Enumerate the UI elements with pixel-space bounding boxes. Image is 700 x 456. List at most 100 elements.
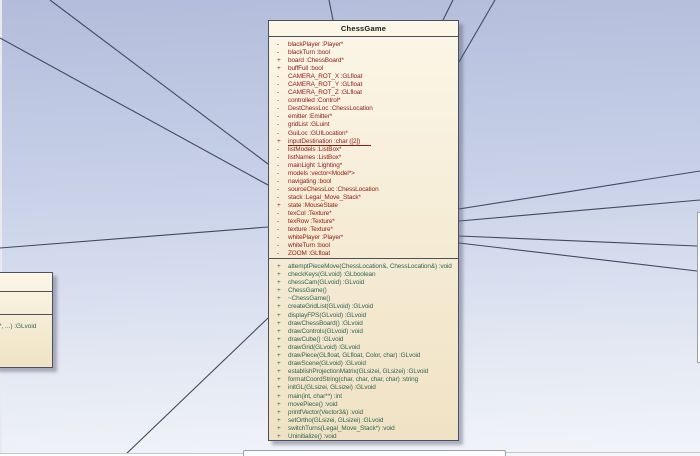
attribute-text: CAMERA_ROT_Z :GLfloat <box>288 89 362 97</box>
visibility-marker: + <box>277 263 281 270</box>
attribute-row[interactable]: - CAMERA_ROT_Z :GLfloat <box>277 89 458 97</box>
visibility-marker: + <box>277 335 281 343</box>
attribute-row[interactable]: - ZOOM :GLfloat <box>277 250 458 258</box>
operation-row[interactable]: + setOrtho(GLsizei, GLsizei) :GLvoid <box>277 417 458 425</box>
attribute-text: inputDestination :char ([2]) <box>288 138 372 146</box>
connector-line[interactable] <box>458 242 698 272</box>
attribute-row[interactable]: + buffFull :bool <box>277 65 458 73</box>
attribute-text: texCol :Texture* <box>288 209 332 217</box>
shape-bottom-right-clipped[interactable] <box>505 452 700 456</box>
operation-row[interactable]: + drawCube() :GLvoid <box>277 336 458 344</box>
visibility-marker: - <box>277 97 280 105</box>
visibility-marker: + <box>277 327 281 335</box>
class-box-left-clipped[interactable]: *, ...) :GLvoid <box>0 272 53 368</box>
operation-text: drawGrid(GLvoid) :GLvoid <box>288 343 360 351</box>
operation-row[interactable]: + chessCam(GLvoid) :GLvoid <box>277 279 458 287</box>
attribute-row[interactable]: - listNames :ListBox* <box>277 154 458 162</box>
attribute-row[interactable]: + inputDestination :char ([2]) <box>277 138 458 146</box>
class-title[interactable]: ChessGame <box>269 21 458 37</box>
attribute-row[interactable]: - mainLight :Lighting* <box>277 162 458 170</box>
operation-row[interactable]: + drawScene(GLvoid) :GLvoid <box>277 360 458 368</box>
operation-row[interactable]: + attemptPieceMove(ChessLocation&, Chess… <box>277 263 458 271</box>
operation-row[interactable]: + movePiece() :void <box>277 401 458 409</box>
attribute-row[interactable]: - texCol :Texture* <box>277 210 458 218</box>
visibility-marker: - <box>277 226 280 234</box>
connector-line[interactable] <box>123 317 269 456</box>
shape-right-clipped[interactable] <box>697 212 700 363</box>
operation-row[interactable]: + drawPiece(GLfloat, GLfloat, Color, cha… <box>277 352 458 360</box>
operation-row[interactable]: + Uninitialize() :void <box>277 433 458 440</box>
attribute-row[interactable]: + board :ChessBoard* <box>277 57 458 65</box>
attribute-row[interactable]: - CAMERA_ROT_Y :GLfloat <box>277 81 458 89</box>
connector-line[interactable] <box>0 37 269 186</box>
visibility-marker: - <box>277 129 280 137</box>
operation-text: attemptPieceMove(ChessLocation&, ChessLo… <box>288 263 452 270</box>
operations-section: + attemptPieceMove(ChessLocation&, Chess… <box>269 259 458 440</box>
connector-line[interactable] <box>0 226 269 249</box>
connector-line[interactable] <box>49 0 269 165</box>
operation-row[interactable]: + ~ChessGame() <box>277 295 458 303</box>
visibility-marker: + <box>277 384 281 392</box>
attribute-row[interactable]: - emitter :Emitter* <box>277 113 458 121</box>
attribute-text: blackPlayer :Player* <box>288 41 344 48</box>
operation-row[interactable]: + formatCoordString(char, char, char, ch… <box>277 376 458 384</box>
section-divider <box>0 314 52 315</box>
connector-line[interactable] <box>458 170 700 210</box>
operation-text: printfVector(Vector3&) :void <box>288 408 363 416</box>
visibility-marker: - <box>277 49 280 57</box>
attribute-row[interactable]: - GuiLoc :GUILocation* <box>277 130 458 138</box>
attribute-text: texRow :Texture* <box>288 218 335 226</box>
attribute-row[interactable]: - gridList :GLuint <box>277 121 458 129</box>
class-box-chessgame[interactable]: ChessGame - blackPlayer :Player* - black… <box>268 20 459 441</box>
operation-text: ~ChessGame() <box>288 295 331 303</box>
attribute-row[interactable]: - DestChessLoc :ChessLocation <box>277 105 458 113</box>
attribute-row[interactable]: - whiteTurn :bool <box>277 242 458 250</box>
attribute-text: models :vector<Model*> <box>288 169 355 177</box>
operation-row[interactable]: + displayFPS(GLvoid) :GLvoid <box>277 312 458 320</box>
operation-row[interactable]: + drawControls(GLvoid) :void <box>277 328 458 336</box>
attribute-row[interactable]: - listModels :ListBox* <box>277 146 458 154</box>
attribute-row[interactable]: - controlled :Control* <box>277 97 458 105</box>
attribute-row[interactable]: - stack :Legal_Move_Stack* <box>277 194 458 202</box>
attribute-row[interactable]: - CAMERA_ROT_X :GLfloat <box>277 73 458 81</box>
operation-text: drawCube() :GLvoid <box>288 335 344 343</box>
attribute-row[interactable]: - blackPlayer :Player* <box>277 41 458 49</box>
operation-text: checkKeys(GLvoid) :GLboolean <box>288 271 376 279</box>
operation-text: Uninitialize() :void <box>288 433 348 440</box>
attribute-row[interactable]: + state :MouseState <box>277 202 458 210</box>
shape-bottom-left-clipped[interactable] <box>0 453 243 456</box>
attribute-row[interactable]: - texRow :Texture* <box>277 218 458 226</box>
operation-row[interactable]: + printfVector(Vector3&) :void <box>277 409 458 417</box>
connector-line[interactable] <box>458 235 698 247</box>
attribute-row[interactable]: - blackTurn :bool <box>277 49 458 57</box>
attribute-text: board :ChessBoard* <box>288 57 344 65</box>
attribute-text: mainLight :Lighting* <box>288 161 343 169</box>
visibility-marker: + <box>277 137 281 145</box>
attribute-text: CAMERA_ROT_Y :GLfloat <box>288 81 363 89</box>
attribute-row[interactable]: - whitePlayer :Player* <box>277 234 458 242</box>
shape-bottom-center-clipped[interactable] <box>243 450 506 456</box>
attribute-text: blackTurn :bool <box>288 49 330 57</box>
operation-row[interactable]: + main(int, char**) :int <box>277 393 458 401</box>
attribute-row[interactable]: - models :vector<Model*> <box>277 170 458 178</box>
visibility-marker: - <box>277 145 280 153</box>
attribute-row[interactable]: - navigating :bool <box>277 178 458 186</box>
attribute-text: controlled :Control* <box>288 97 341 105</box>
operation-row[interactable]: + createGridList(GLvoid) :GLvoid <box>277 303 458 311</box>
operation-row[interactable]: + checkKeys(GLvoid) :GLboolean <box>277 271 458 279</box>
visibility-marker: - <box>277 113 280 121</box>
attribute-row[interactable]: - texture :Texture* <box>277 226 458 234</box>
attribute-row[interactable]: - sourceChessLoc :ChessLocation <box>277 186 458 194</box>
operation-row[interactable]: + switchTurns(Legal_Move_Stack*) :void <box>277 425 458 433</box>
connector-line[interactable] <box>442 0 454 21</box>
connector-line[interactable] <box>458 0 496 63</box>
operation-row[interactable]: + initGL(GLsizei, GLsizei) :GLvoid <box>277 384 458 392</box>
connector-line[interactable] <box>458 199 700 222</box>
operation-row[interactable]: + ChessGame() <box>277 287 458 295</box>
operation-row[interactable]: + establishProjectionMatrix(GLsizei, GLs… <box>277 368 458 376</box>
operation-row[interactable]: + drawChessBoard() :GLvoid <box>277 320 458 328</box>
operation-row[interactable]: + drawGrid(GLvoid) :GLvoid <box>277 344 458 352</box>
visibility-marker: + <box>277 311 281 319</box>
connector-line[interactable] <box>328 0 334 21</box>
